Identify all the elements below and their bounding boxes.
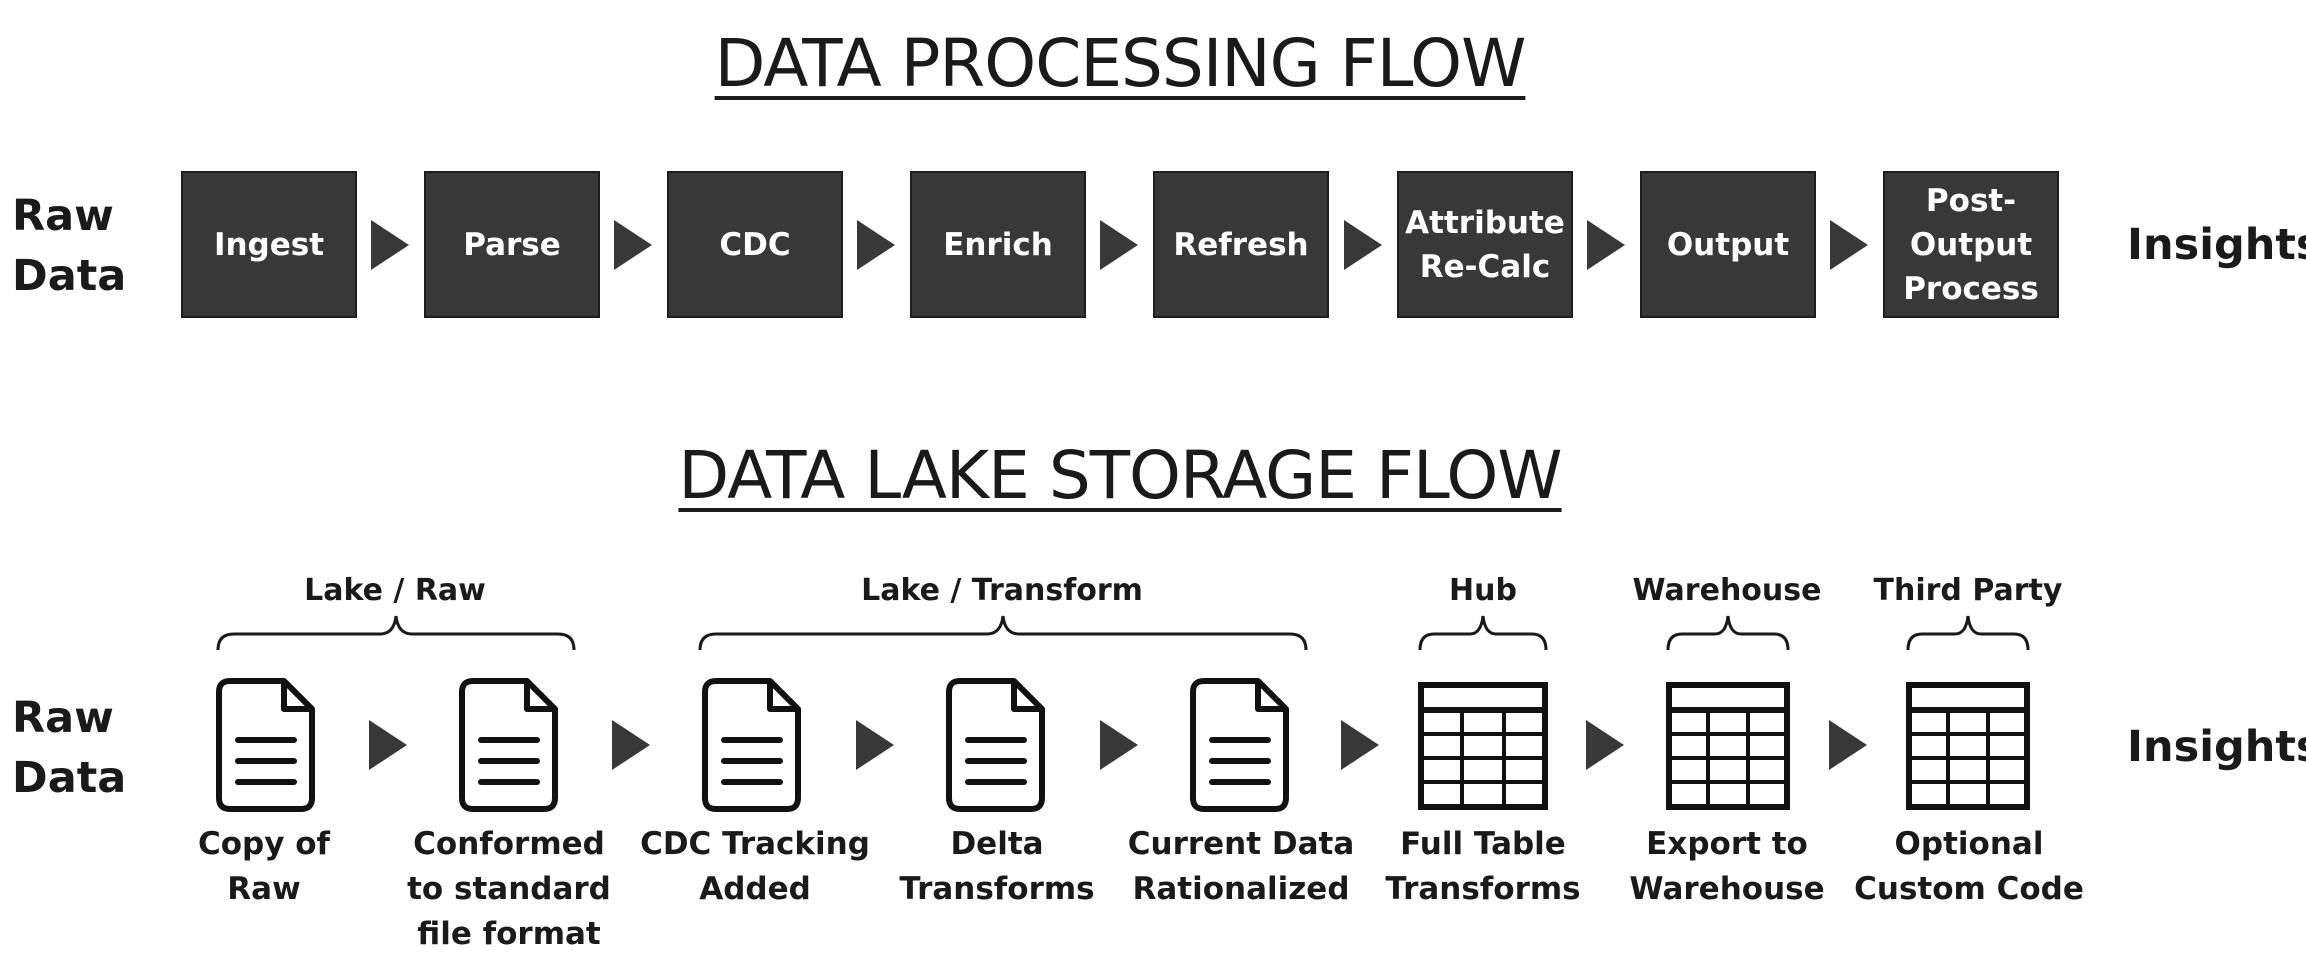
curly-brace-icon — [698, 615, 1308, 651]
caption-optional-custom-code: Optional Custom Code — [1854, 826, 2084, 907]
step-output: Output — [1640, 171, 1816, 318]
processing-title-text: DATA PROCESSING FLOW — [714, 25, 1527, 102]
caption-current-data: Current Data Rationalized — [1127, 826, 1355, 907]
storage-output-label: Insights — [2127, 722, 2306, 772]
step-post-output-process: Post- Output Process — [1883, 171, 2059, 318]
step-ingest: Ingest — [181, 171, 357, 318]
table-icon — [1418, 682, 1548, 810]
storage-input-label: Raw Data — [12, 693, 127, 803]
arrow-right-icon — [1829, 720, 1867, 770]
arrow-right-icon — [612, 720, 650, 770]
step-parse: Parse — [424, 171, 600, 318]
table-icon — [1666, 682, 1790, 810]
step-refresh: Refresh — [1153, 171, 1329, 318]
storage-title-text: DATA LAKE STORAGE FLOW — [678, 437, 1562, 514]
arrow-right-icon — [1100, 220, 1138, 270]
curly-brace-icon — [1418, 615, 1548, 651]
arrow-right-icon — [369, 720, 407, 770]
arrow-right-icon — [1341, 720, 1379, 770]
arrow-right-icon — [857, 220, 895, 270]
curly-brace-icon — [1666, 615, 1790, 651]
document-icon — [1190, 678, 1289, 812]
arrow-right-icon — [371, 220, 409, 270]
caption-full-table: Full Table Transforms — [1385, 826, 1581, 907]
caption-export-to-warehouse: Export to Warehouse — [1629, 826, 1825, 907]
processing-input-label: Raw Data — [12, 191, 127, 301]
group-label-third-party: Third Party — [1873, 573, 2063, 608]
document-icon — [459, 678, 558, 812]
document-icon — [702, 678, 801, 812]
processing-title: DATA PROCESSING FLOW — [0, 25, 2240, 102]
arrow-right-icon — [1344, 220, 1382, 270]
group-label-warehouse: Warehouse — [1632, 573, 1822, 608]
arrow-right-icon — [856, 720, 894, 770]
group-label-hub: Hub — [1449, 573, 1517, 608]
arrow-right-icon — [1830, 220, 1868, 270]
caption-copy-of-raw: Copy of Raw — [197, 826, 331, 907]
table-icon — [1906, 682, 2030, 810]
group-label-lake-raw: Lake / Raw — [304, 573, 486, 608]
step-attribute-recalc: Attribute Re-Calc — [1397, 171, 1573, 318]
curly-brace-icon — [1906, 615, 2030, 651]
caption-cdc-tracking: CDC Tracking Added — [640, 826, 870, 907]
document-icon — [946, 678, 1045, 812]
document-icon — [216, 678, 315, 812]
arrow-right-icon — [1586, 720, 1624, 770]
curly-brace-icon — [216, 615, 576, 651]
arrow-right-icon — [1100, 720, 1138, 770]
processing-output-label: Insights — [2127, 220, 2306, 270]
step-cdc: CDC — [667, 171, 843, 318]
storage-title: DATA LAKE STORAGE FLOW — [0, 437, 2240, 514]
caption-delta-transforms: Delta Transforms — [899, 826, 1095, 907]
step-enrich: Enrich — [910, 171, 1086, 318]
caption-conformed: Conformed to standard file format — [407, 826, 611, 952]
arrow-right-icon — [614, 220, 652, 270]
group-label-lake-transform: Lake / Transform — [861, 573, 1143, 608]
arrow-right-icon — [1587, 220, 1625, 270]
